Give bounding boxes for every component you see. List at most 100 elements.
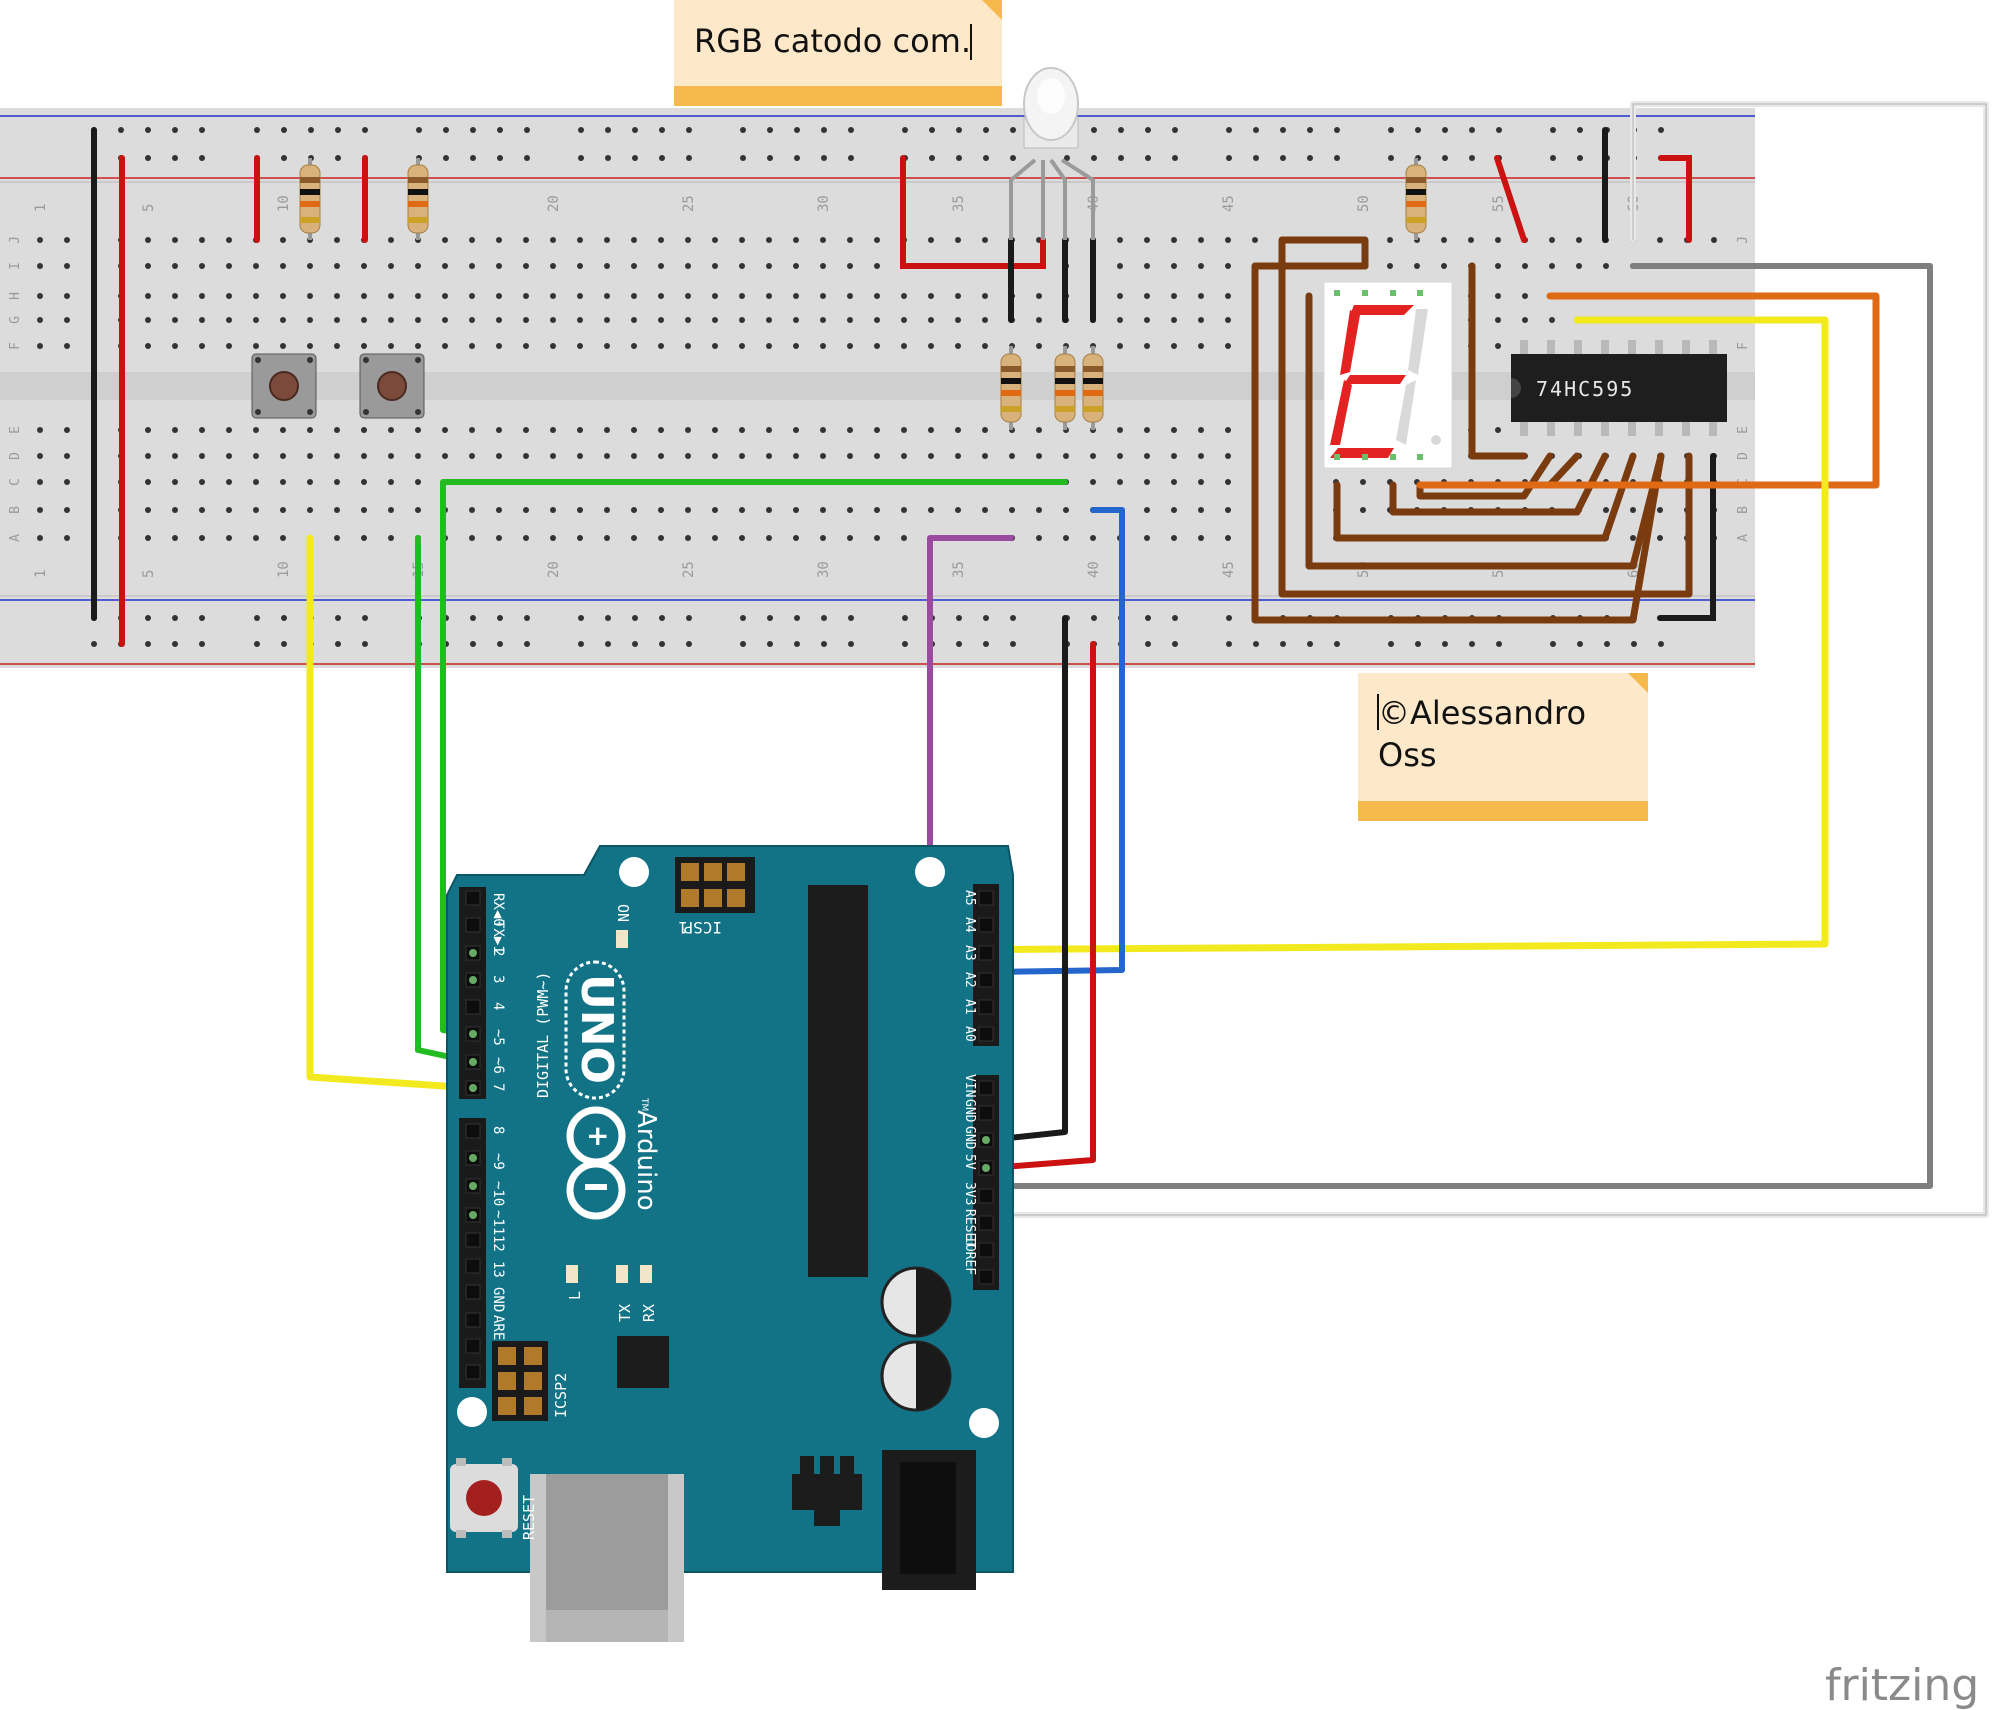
rail-hole[interactable] bbox=[740, 127, 746, 133]
breadboard-hole[interactable] bbox=[334, 237, 340, 243]
breadboard-hole[interactable] bbox=[388, 453, 394, 459]
rail-hole[interactable] bbox=[1010, 615, 1016, 621]
breadboard-hole[interactable] bbox=[307, 343, 313, 349]
rail-hole[interactable] bbox=[632, 641, 638, 647]
rail-hole[interactable] bbox=[983, 615, 989, 621]
shift-register-ic[interactable]: 74HC595 bbox=[1511, 340, 1727, 436]
breadboard-hole[interactable] bbox=[253, 453, 259, 459]
breadboard-hole[interactable] bbox=[577, 263, 583, 269]
breadboard-hole[interactable] bbox=[226, 317, 232, 323]
resistor-segment[interactable] bbox=[1405, 158, 1427, 240]
ic-wire-red-diag[interactable] bbox=[1494, 155, 1527, 243]
rail-hole[interactable] bbox=[902, 641, 908, 647]
breadboard-hole[interactable] bbox=[820, 263, 826, 269]
rail-hole[interactable] bbox=[1415, 641, 1421, 647]
rail-hole[interactable] bbox=[91, 641, 97, 647]
reset-button[interactable] bbox=[450, 1458, 518, 1538]
power-pin-socket[interactable] bbox=[978, 1080, 994, 1096]
rail-hole[interactable] bbox=[983, 155, 989, 161]
breadboard-hole[interactable] bbox=[1198, 535, 1204, 541]
breadboard-hole[interactable] bbox=[496, 317, 502, 323]
rail-hole[interactable] bbox=[578, 615, 584, 621]
breadboard-hole[interactable] bbox=[469, 427, 475, 433]
resistor-led-1[interactable] bbox=[1000, 346, 1022, 430]
breadboard-hole[interactable] bbox=[307, 427, 313, 433]
breadboard-hole[interactable] bbox=[955, 237, 961, 243]
rail-hole[interactable] bbox=[794, 127, 800, 133]
breadboard-hole[interactable] bbox=[496, 535, 502, 541]
breadboard-hole[interactable] bbox=[361, 535, 367, 541]
breadboard-hole[interactable] bbox=[685, 535, 691, 541]
rail-hole[interactable] bbox=[254, 641, 260, 647]
rail-hole[interactable] bbox=[1118, 155, 1124, 161]
digital-pin-socket[interactable] bbox=[465, 917, 481, 933]
breadboard-hole[interactable] bbox=[307, 263, 313, 269]
rail-hole[interactable] bbox=[497, 615, 503, 621]
wire-yellow-595[interactable] bbox=[469, 316, 1829, 957]
rail-hole[interactable] bbox=[172, 127, 178, 133]
breadboard-hole[interactable] bbox=[1144, 507, 1150, 513]
seven-segment-display[interactable] bbox=[1323, 281, 1453, 469]
breadboard-hole[interactable] bbox=[415, 293, 421, 299]
breadboard-hole[interactable] bbox=[712, 317, 718, 323]
breadboard-hole[interactable] bbox=[280, 343, 286, 349]
rail-hole[interactable] bbox=[470, 155, 476, 161]
breadboard-hole[interactable] bbox=[658, 427, 664, 433]
breadboard-hole[interactable] bbox=[145, 317, 151, 323]
breadboard-hole[interactable] bbox=[64, 293, 70, 299]
rail-hole[interactable] bbox=[497, 155, 503, 161]
rail-hole[interactable] bbox=[821, 127, 827, 133]
breadboard-hole[interactable] bbox=[1117, 293, 1123, 299]
rail-hole[interactable] bbox=[659, 155, 665, 161]
breadboard-hole[interactable] bbox=[1171, 263, 1177, 269]
breadboard-hole[interactable] bbox=[172, 237, 178, 243]
breadboard-hole[interactable] bbox=[1063, 453, 1069, 459]
breadboard-hole[interactable] bbox=[172, 263, 178, 269]
breadboard-hole[interactable] bbox=[1117, 479, 1123, 485]
rail-hole[interactable] bbox=[172, 641, 178, 647]
breadboard-hole[interactable] bbox=[631, 535, 637, 541]
breadboard-hole[interactable] bbox=[64, 343, 70, 349]
breadboard-hole[interactable] bbox=[901, 427, 907, 433]
breadboard-hole[interactable] bbox=[793, 343, 799, 349]
breadboard-hole[interactable] bbox=[550, 343, 556, 349]
breadboard-hole[interactable] bbox=[982, 453, 988, 459]
rail-hole[interactable] bbox=[767, 127, 773, 133]
breadboard-hole[interactable] bbox=[550, 453, 556, 459]
breadboard-hole[interactable] bbox=[739, 427, 745, 433]
breadboard-hole[interactable] bbox=[631, 507, 637, 513]
breadboard-hole[interactable] bbox=[685, 507, 691, 513]
breadboard-hole[interactable] bbox=[604, 453, 610, 459]
breadboard-hole[interactable] bbox=[37, 293, 43, 299]
breadboard-hole[interactable] bbox=[469, 453, 475, 459]
breadboard-hole[interactable] bbox=[658, 535, 664, 541]
breadboard-hole[interactable] bbox=[226, 535, 232, 541]
rail-hole[interactable] bbox=[1469, 155, 1475, 161]
breadboard-hole[interactable] bbox=[604, 237, 610, 243]
rail-hole[interactable] bbox=[605, 615, 611, 621]
breadboard-hole[interactable] bbox=[1198, 427, 1204, 433]
breadboard-hole[interactable] bbox=[523, 507, 529, 513]
breadboard-hole[interactable] bbox=[658, 293, 664, 299]
breadboard-hole[interactable] bbox=[388, 293, 394, 299]
breadboard-hole[interactable] bbox=[739, 507, 745, 513]
breadboard-hole[interactable] bbox=[1117, 427, 1123, 433]
rail-hole[interactable] bbox=[821, 155, 827, 161]
breadboard-hole[interactable] bbox=[199, 343, 205, 349]
rail-hole[interactable] bbox=[118, 127, 124, 133]
breadboard-hole[interactable] bbox=[1144, 479, 1150, 485]
breadboard-hole[interactable] bbox=[604, 343, 610, 349]
resistor-led-2[interactable] bbox=[1054, 346, 1076, 430]
breadboard-hole[interactable] bbox=[523, 535, 529, 541]
rail-hole[interactable] bbox=[983, 127, 989, 133]
breadboard-hole[interactable] bbox=[847, 535, 853, 541]
breadboard-hole[interactable] bbox=[1495, 317, 1501, 323]
breadboard-hole[interactable] bbox=[1225, 263, 1231, 269]
breadboard-hole[interactable] bbox=[37, 317, 43, 323]
breadboard-hole[interactable] bbox=[1117, 453, 1123, 459]
breadboard-hole[interactable] bbox=[874, 293, 880, 299]
breadboard-hole[interactable] bbox=[685, 293, 691, 299]
wire-black-gnd[interactable] bbox=[987, 615, 1068, 1143]
breadboard-hole[interactable] bbox=[1144, 237, 1150, 243]
